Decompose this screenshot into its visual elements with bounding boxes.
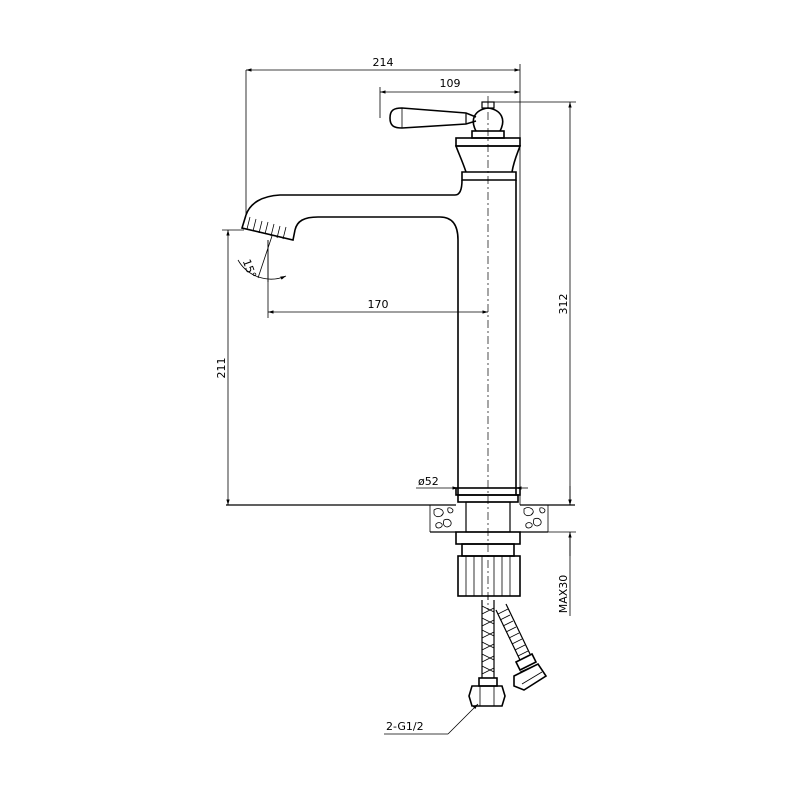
dim-label-diameter: ø52 xyxy=(418,475,439,488)
dim-label-312: 312 xyxy=(557,294,570,315)
countertop xyxy=(226,504,575,533)
dimension-handle-reach xyxy=(379,87,520,118)
dim-label-211: 211 xyxy=(215,358,228,379)
dimension-max-thickness xyxy=(548,486,576,616)
dim-label-109: 109 xyxy=(440,77,461,90)
dim-label-angle: 15° xyxy=(240,257,259,280)
supply-hoses xyxy=(468,600,548,707)
dimension-angle xyxy=(237,235,287,282)
leader-connection xyxy=(384,703,479,735)
dimension-total-height xyxy=(494,101,576,505)
dim-label-connection: 2-G1/2 xyxy=(386,720,424,733)
dimension-spout-height xyxy=(222,229,244,505)
dim-label-170: 170 xyxy=(368,298,389,311)
countertop-stone-hatch xyxy=(433,507,546,529)
dim-label-214: 214 xyxy=(373,56,394,69)
dim-label-max30: MAX30 xyxy=(557,575,570,614)
dimension-overall-width xyxy=(245,64,521,505)
